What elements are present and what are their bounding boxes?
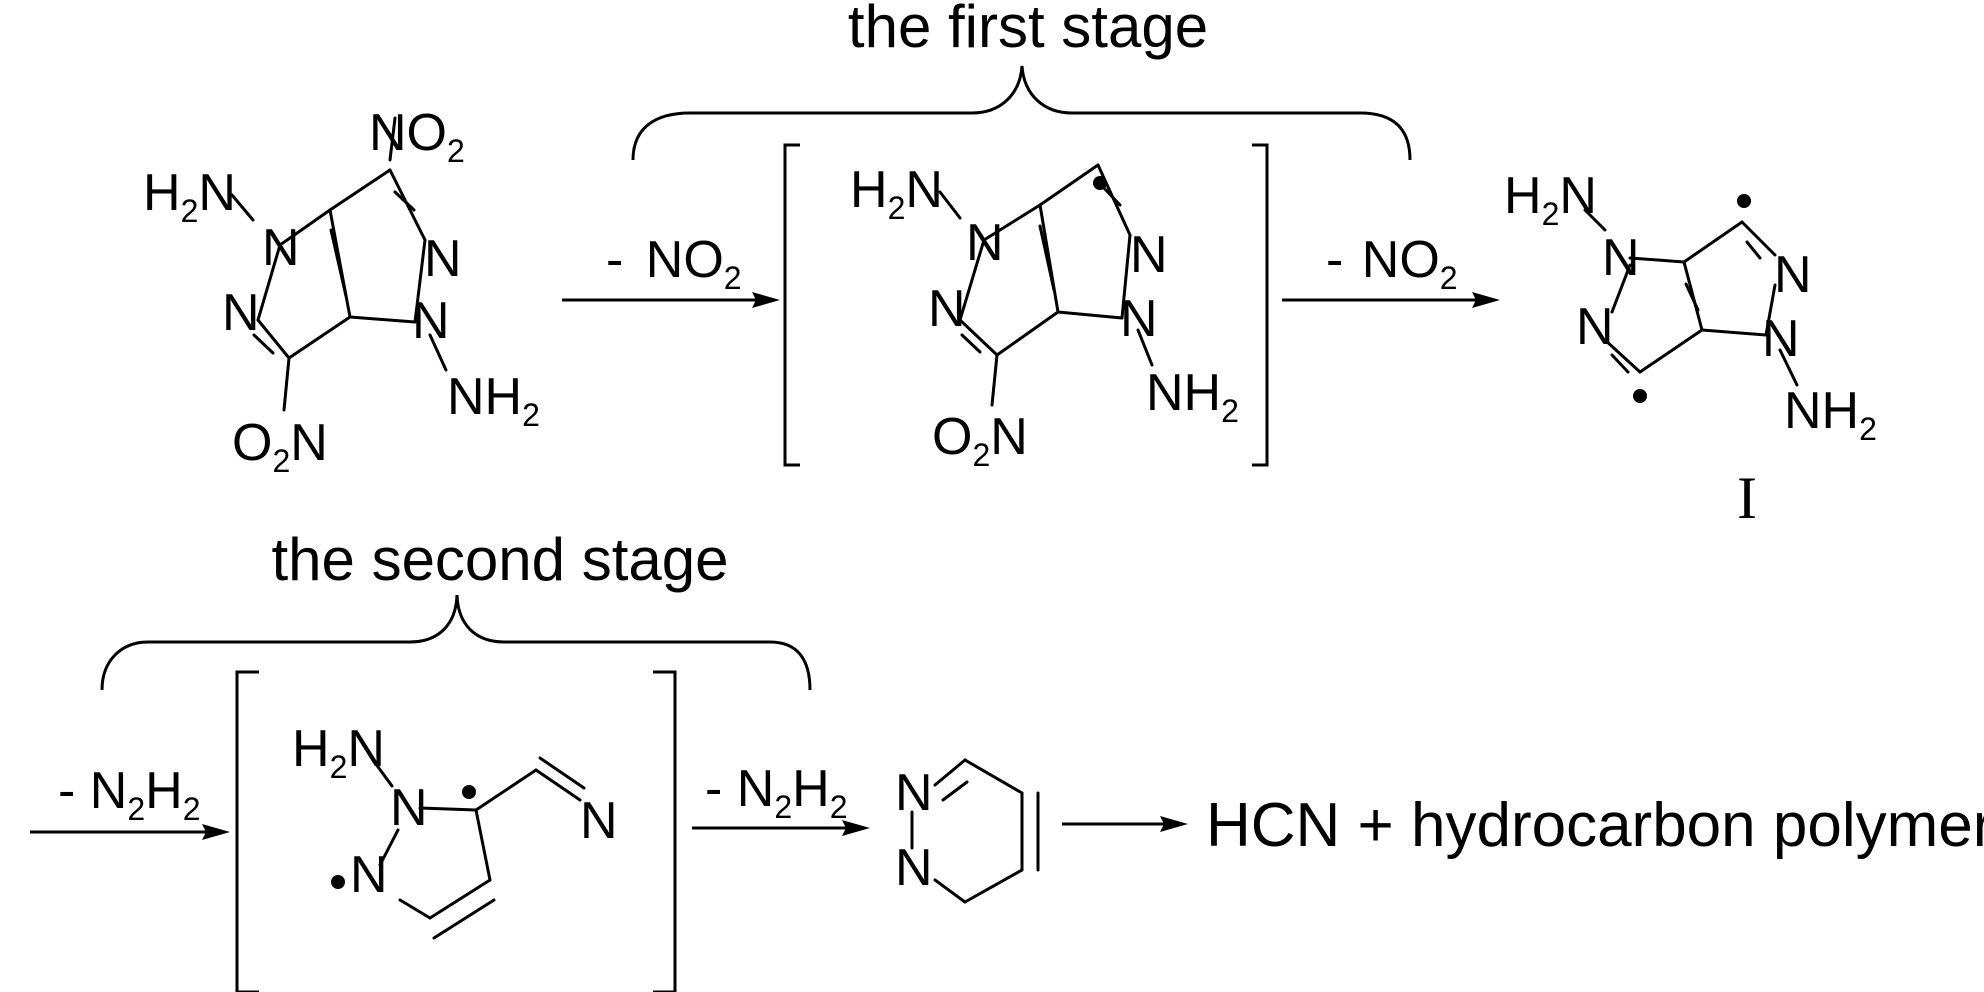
radical-dot: [462, 785, 476, 799]
reaction-arrow: - NO2: [1282, 231, 1500, 308]
right-bracket: [1252, 143, 1269, 467]
radical-dot: [1093, 176, 1107, 190]
starting-material-molecule: N N N N H2N NH2 NO2 O2N: [143, 104, 540, 479]
reaction-arrow: - N2H2: [692, 760, 870, 836]
nitro-group: NO2: [369, 104, 465, 169]
amine-group: H2N: [143, 164, 236, 229]
n3-atom: N: [1130, 226, 1168, 284]
amine-group: NH2: [1784, 382, 1877, 447]
n2-atom: N: [350, 846, 388, 904]
reaction-arrow: [1062, 816, 1188, 832]
ring-opened-intermediate-molecule: N N N H2N: [292, 720, 618, 940]
bonds: [1583, 208, 1799, 387]
left-bracket: [235, 670, 259, 992]
radical-dot: [1633, 389, 1647, 403]
amine-group: H2N: [1504, 167, 1597, 232]
amine-group: H2N: [850, 161, 943, 226]
amine-group: H2N: [292, 720, 385, 785]
right-bracket: [653, 670, 677, 992]
intermediate-I-label: I: [1737, 465, 1757, 531]
n3-atom: N: [424, 230, 462, 288]
reaction-arrow: - N2H2: [30, 762, 230, 840]
first-stage-label: the first stage: [848, 0, 1208, 60]
amine-group: NH2: [1146, 364, 1239, 429]
arrow-label-minus-no2: - NO2: [606, 231, 742, 296]
n2-atom: N: [895, 839, 933, 897]
left-bracket: [783, 143, 800, 467]
n1-atom: N: [390, 779, 428, 837]
intermediate-I-molecule: N N N N H2N NH2 I: [1504, 167, 1877, 531]
bonds: [230, 116, 448, 412]
n1-atom: N: [966, 214, 1004, 272]
n1-atom: N: [895, 764, 933, 822]
amine-group: NH2: [447, 368, 540, 433]
final-products-label: HCN + hydrocarbon polymer: [1206, 791, 1984, 860]
bonds: [938, 163, 1154, 407]
n4-atom: N: [1120, 290, 1158, 348]
reaction-arrow: - NO2: [562, 231, 780, 308]
n4-atom: N: [1762, 310, 1800, 368]
nitro-group: O2N: [932, 408, 1028, 473]
n1-atom: N: [262, 219, 300, 277]
arrow-label-minus-n2h2: - N2H2: [58, 762, 200, 827]
n2-atom: N: [222, 284, 260, 342]
n2-atom: N: [1576, 298, 1614, 356]
radical-dot: [331, 875, 345, 889]
bonds: [910, 758, 1040, 904]
bonds: [371, 756, 586, 940]
pyridazyne-molecule: N N: [895, 758, 1040, 904]
arrow-label-minus-no2: - NO2: [1326, 231, 1458, 296]
n4-atom: N: [412, 292, 450, 350]
radical-dot: [1737, 194, 1751, 208]
n2-atom: N: [928, 280, 966, 338]
arrow-label-minus-n2h2: - N2H2: [705, 760, 847, 825]
nitrile-n-atom: N: [580, 792, 618, 850]
nitro-group: O2N: [232, 414, 328, 479]
second-stage-label: the second stage: [271, 526, 728, 593]
second-stage-brace: [100, 594, 812, 691]
n3-atom: N: [1774, 246, 1812, 304]
first-stage-brace: [631, 65, 1412, 161]
n1-atom: N: [1602, 229, 1640, 287]
radical-intermediate-molecule: N N N N H2N NH2 O2N: [850, 161, 1239, 473]
